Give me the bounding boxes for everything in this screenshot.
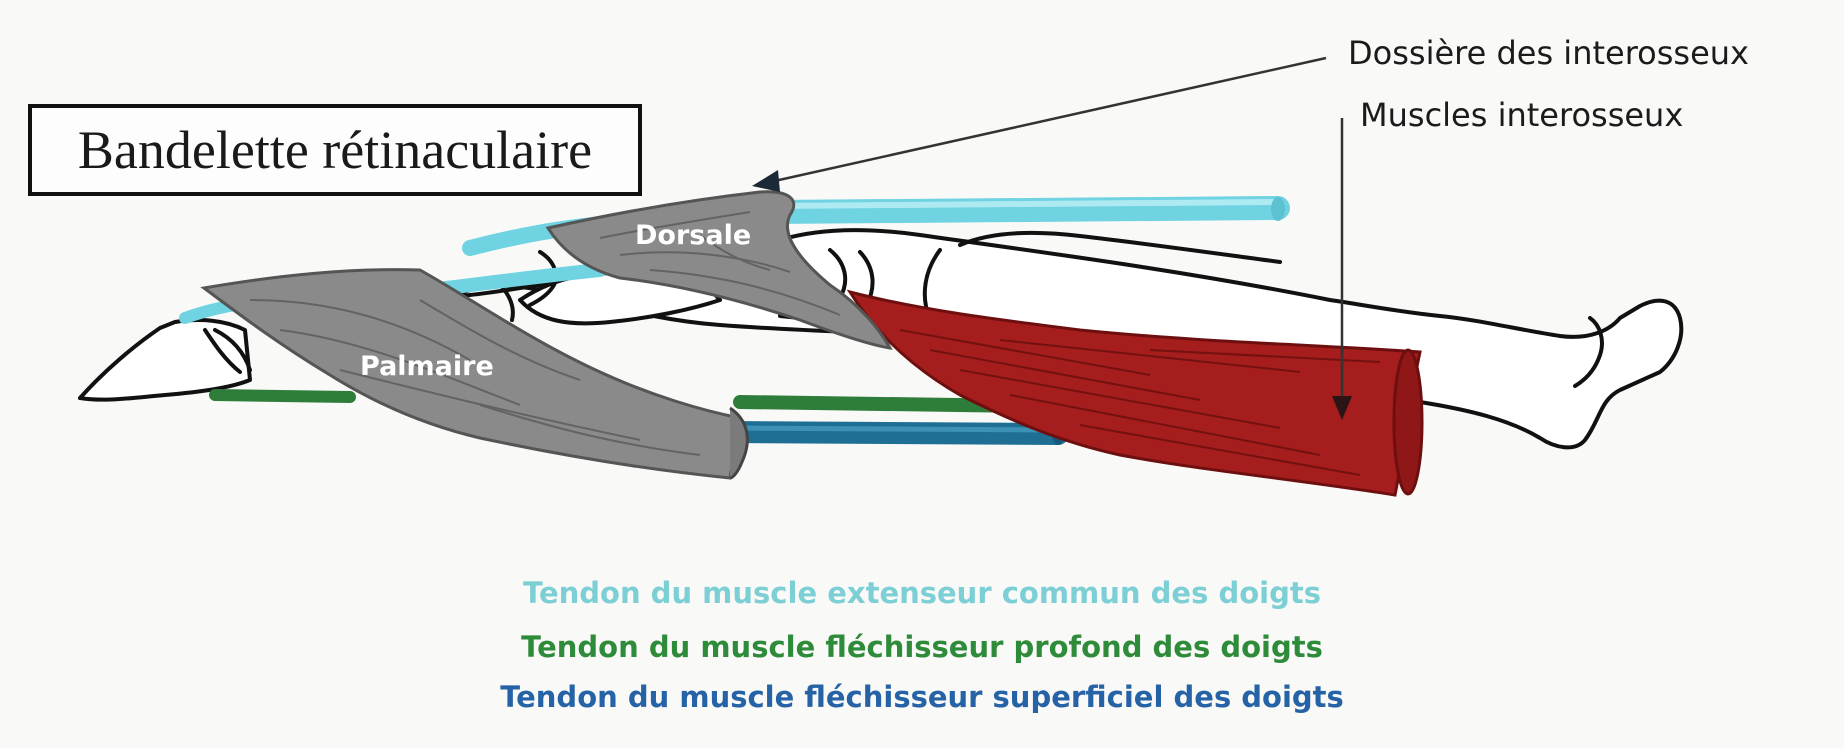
callout-interosseous-muscles: Muscles interosseux (1360, 96, 1684, 134)
palmar-band-texture (249, 299, 701, 456)
dorsal-band-label: Dorsale (635, 220, 751, 251)
callout-interosseous-hood: Dossière des interosseux (1348, 34, 1749, 72)
flexor-superficialis-tendon (719, 421, 1069, 445)
muscle-leader-line (1332, 118, 1352, 420)
dorsal-band-texture (599, 211, 841, 316)
proximal-phalanx-dorsal-contour (958, 230, 1282, 264)
palmar-band-label: Palmaire (360, 351, 494, 382)
legend-extensor-tendon: Tendon du muscle extenseur commun des do… (523, 576, 1321, 610)
metacarpal-head (1573, 316, 1604, 388)
hood-leader-line (752, 56, 1327, 192)
title-box: Bandelette rétinaculaire (28, 104, 642, 196)
muscle-fibers (899, 329, 1381, 476)
distal-phalanx-detail (203, 328, 242, 374)
legend-flexor-profundus-tendon: Tendon du muscle fléchisseur profond des… (521, 630, 1323, 664)
dorsal-retinacular-band (545, 190, 893, 350)
legend-flexor-superficialis-tendon: Tendon du muscle fléchisseur superficiel… (500, 680, 1344, 714)
distal-phalanx (78, 318, 252, 402)
palmar-retinacular-band (200, 268, 749, 480)
interosseous-muscle (846, 289, 1424, 497)
diagram-title: Bandelette rétinaculaire (77, 120, 593, 180)
bone-outlines (78, 228, 1684, 450)
